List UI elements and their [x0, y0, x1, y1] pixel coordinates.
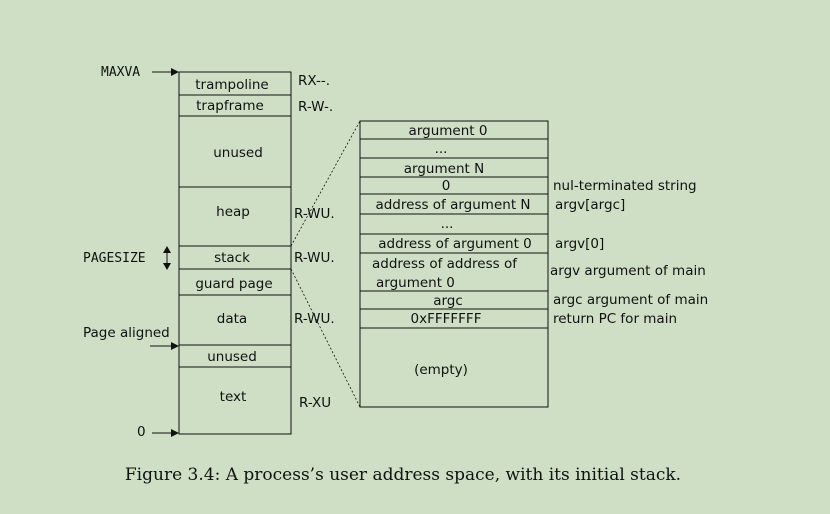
figure-caption: Figure 3.4: A process’s user address spa… [125, 465, 681, 485]
stack-annotations: nul-terminated string argv[argc] argv[0]… [550, 178, 708, 327]
note-argc-argument: argc argument of main [553, 292, 708, 308]
left-markers: MAXVA PAGESIZE Page aligned 0 [83, 65, 179, 440]
perm-text: R-XU [299, 395, 331, 411]
perm-trampoline: RX--. [298, 73, 330, 89]
maxva-label: MAXVA [101, 65, 140, 80]
stack-return-pc: 0xFFFFFFF [411, 311, 482, 327]
zero-label: 0 [137, 424, 146, 440]
note-argv-argument: argv argument of main [550, 263, 706, 279]
region-guard-page: guard page [195, 276, 272, 292]
note-nul-terminated: nul-terminated string [553, 178, 697, 194]
perm-trapframe: R-W-. [298, 99, 333, 115]
region-heap: heap [216, 204, 250, 220]
permissions: RX--. R-W-. R-WU. R-WU. R-WU. R-XU [294, 73, 335, 411]
region-text: text [220, 389, 247, 405]
stack-zero: 0 [442, 178, 451, 194]
stack-argc: argc [433, 293, 463, 309]
address-space-column: trampoline trapframe unused heap stack g… [178, 71, 292, 435]
region-unused-top: unused [213, 145, 263, 161]
stack-address-argument-0: address of argument 0 [378, 236, 532, 252]
note-return-pc: return PC for main [553, 311, 677, 327]
region-data: data [217, 311, 247, 327]
perm-data: R-WU. [294, 311, 335, 327]
pagesize-double-arrow [163, 246, 171, 270]
stack-argument-n: argument N [404, 161, 484, 177]
pagesize-label: PAGESIZE [83, 251, 146, 266]
stack-ellipsis-top: ... [435, 141, 448, 157]
region-stack: stack [214, 250, 250, 266]
stack-address-of-address-line2: argument 0 [376, 275, 455, 291]
stack-expansion-lines [290, 120, 361, 408]
stack-argument-0: argument 0 [409, 123, 488, 139]
perm-stack: R-WU. [294, 250, 335, 266]
stack-ellipsis-mid: ... [441, 216, 454, 232]
stack-address-argument-n: address of argument N [375, 197, 530, 213]
perm-heap: R-WU. [294, 206, 335, 222]
stack-address-of-address: address of address of [372, 256, 518, 272]
region-unused-low: unused [207, 349, 257, 365]
note-argv-0: argv[0] [555, 236, 604, 252]
region-trampoline: trampoline [195, 77, 268, 93]
region-trapframe: trapframe [196, 98, 264, 114]
stack-detail: argument 0 ... argument N 0 address of a… [359, 120, 549, 408]
stack-empty: (empty) [414, 362, 468, 378]
note-argv-argc: argv[argc] [555, 197, 625, 213]
page-aligned-label: Page aligned [83, 325, 170, 341]
